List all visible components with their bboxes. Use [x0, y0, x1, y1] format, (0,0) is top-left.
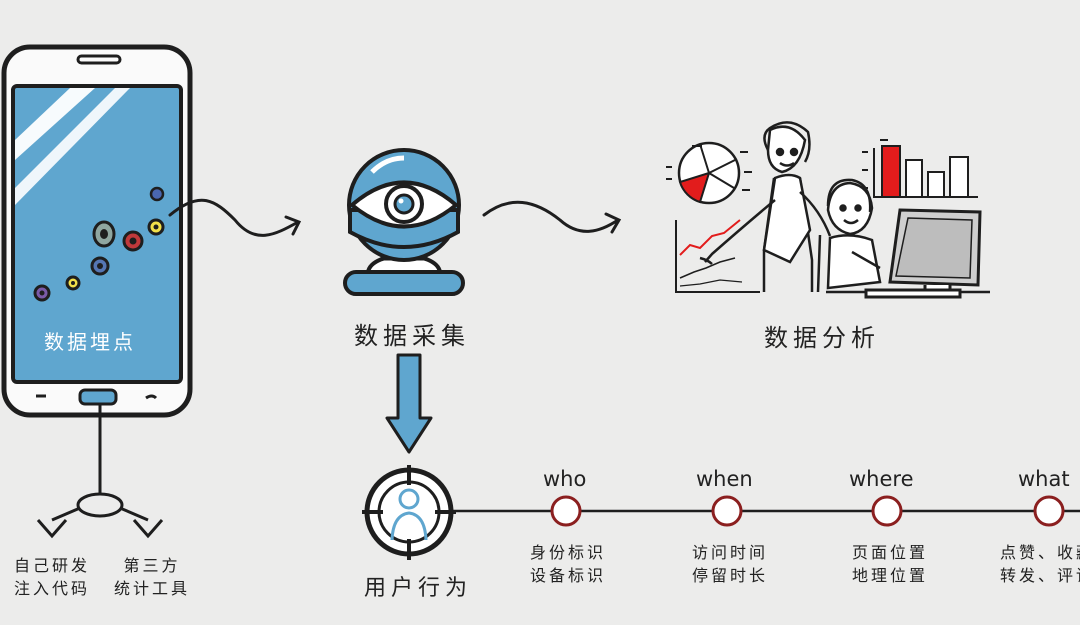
timeline	[452, 495, 1080, 527]
bar-chart-icon	[862, 139, 978, 198]
crosshair-user-icon	[362, 465, 456, 560]
timeline-detail-where: 页面位置 地理位置	[852, 541, 928, 587]
timeline-detail-line: 页面位置	[852, 543, 929, 562]
camera-label: 数据采集	[354, 322, 470, 350]
curved-arrow-icon	[482, 200, 622, 234]
timeline-detail-line: 转发、评论	[1000, 566, 1080, 585]
tree-left-label: 自己研发 注入代码	[14, 554, 90, 600]
timeline-detail-line: 地理位置	[852, 566, 929, 585]
timeline-key-what: what	[1018, 467, 1070, 491]
timeline-node-where	[871, 495, 903, 527]
phone-label: 数据埋点	[44, 330, 136, 354]
smartphone-icon	[1, 44, 193, 418]
tree-right-label: 第三方 统计工具	[114, 554, 190, 600]
pie-chart-icon	[666, 141, 752, 205]
timeline-detail-who: 身份标识 设备标识	[530, 541, 606, 587]
timeline-detail-when: 访问时间 停留时长	[692, 541, 768, 587]
timeline-node-who	[550, 495, 582, 527]
down-arrow-icon	[385, 353, 433, 454]
tracking-points-icon	[33, 186, 165, 302]
timeline-detail-line: 点赞、收藏	[1000, 543, 1080, 562]
behavior-label: 用户行为	[364, 576, 473, 601]
timeline-detail-what: 点赞、收藏 转发、评论	[1000, 541, 1080, 587]
timeline-detail-line: 访问时间	[692, 543, 769, 562]
analysts-icon	[666, 121, 990, 299]
timeline-node-what	[1033, 495, 1065, 527]
tree-right-line-2: 统计工具	[114, 579, 191, 598]
tree-left-line-1: 自己研发	[14, 556, 91, 575]
timeline-key-who: who	[543, 467, 587, 491]
timeline-key-when: when	[696, 467, 753, 491]
timeline-node-when	[711, 495, 743, 527]
timeline-key-where: where	[849, 467, 914, 491]
timeline-detail-line: 停留时长	[692, 566, 769, 585]
webcam-icon	[343, 148, 465, 296]
tree-left-line-2: 注入代码	[14, 579, 91, 598]
line-chart-icon	[675, 219, 760, 293]
timeline-detail-line: 身份标识	[530, 543, 607, 562]
source-tree	[36, 405, 164, 539]
tree-right-line-1: 第三方	[123, 556, 181, 575]
curved-arrow-icon	[168, 198, 302, 237]
timeline-detail-line: 设备标识	[530, 566, 607, 585]
analysis-label: 数据分析	[764, 324, 880, 352]
